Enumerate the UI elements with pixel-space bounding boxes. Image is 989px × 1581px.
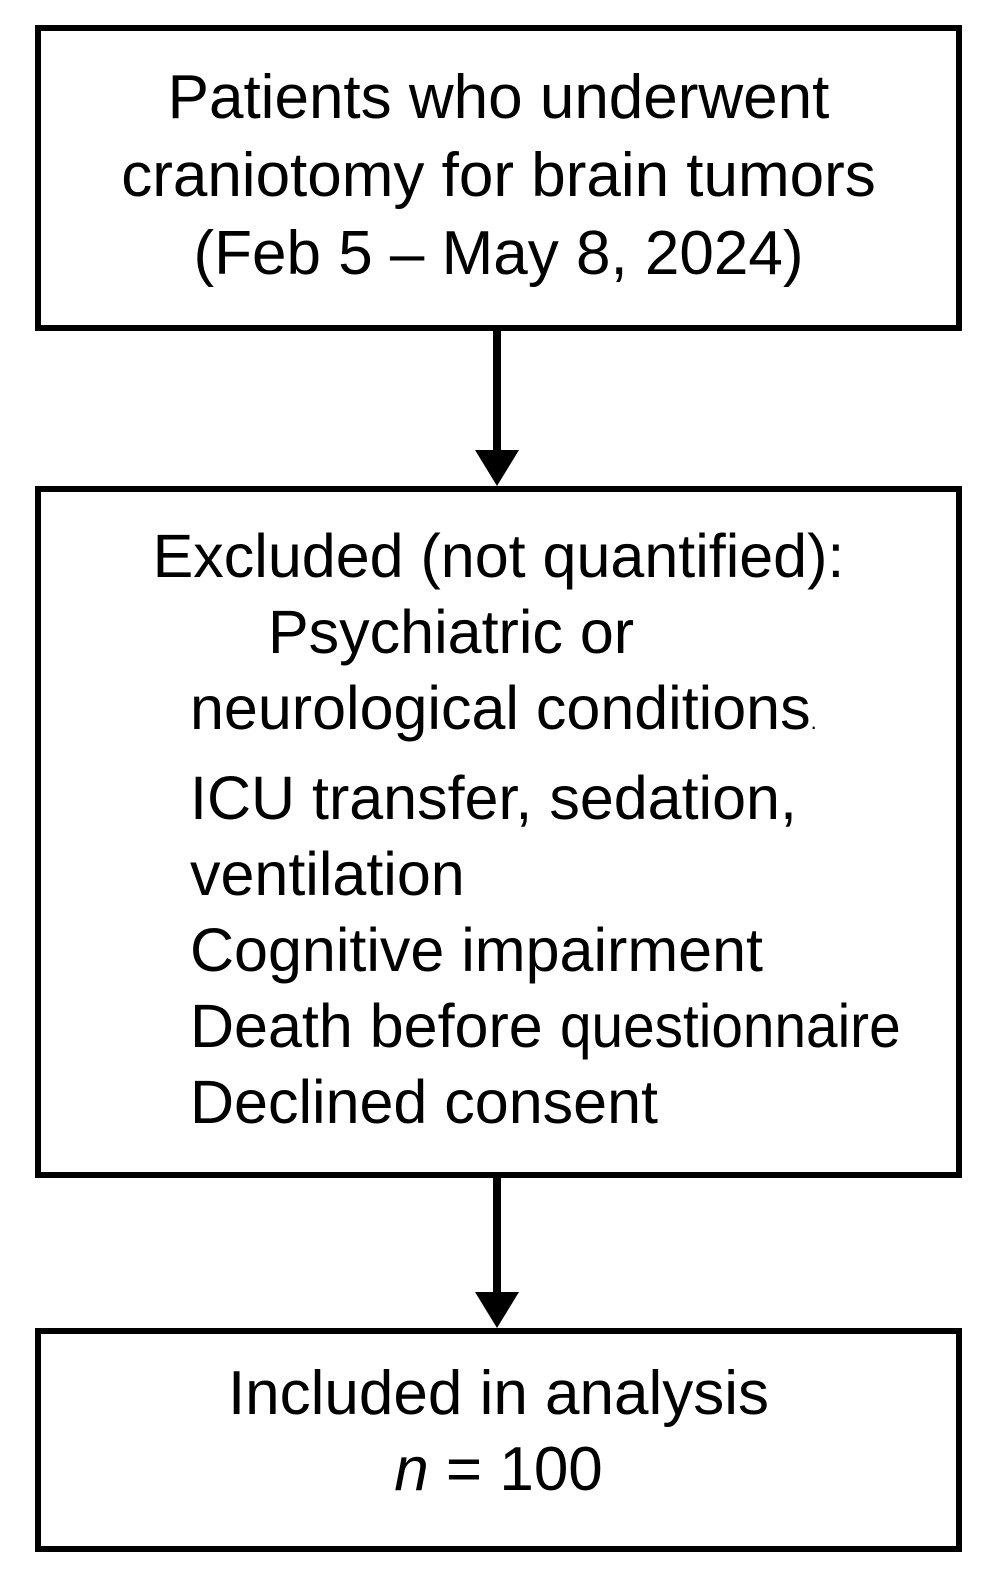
exclusion-item-death-condensed: questionnaire	[559, 992, 901, 1060]
exclusion-item-neurological: neurological conditions.	[190, 670, 956, 760]
n-value: = 100	[429, 1435, 603, 1504]
down-arrow-shaft-2	[493, 1178, 501, 1294]
population-line-1: Patients who underwent	[167, 63, 830, 132]
exclusion-item-cognitive: Cognitive impairment	[190, 916, 763, 984]
exclusion-item-death-lead: Death before	[190, 992, 560, 1060]
n-variable: n	[394, 1435, 429, 1504]
exclusion-item-death: Death before questionnaire	[190, 988, 956, 1064]
down-arrow-shaft-1	[493, 331, 501, 452]
exclusion-item-declined: Declined consent	[190, 1068, 658, 1136]
population-box: Patients who underwent craniotomy for br…	[35, 25, 962, 331]
n-value-text: = 100	[445, 1435, 603, 1504]
exclusion-item-psychiatric: Psychiatric or	[268, 598, 635, 666]
exclusion-header: Excluded (not quantified):	[152, 522, 845, 590]
exclusion-box: Excluded (not quantified): Psychiatric o…	[35, 486, 962, 1178]
exclusion-item-neurological-text: neurological conditions	[190, 674, 811, 742]
exclusion-item-icu: ICU transfer, sedation,	[190, 764, 797, 832]
down-arrow-icon-1	[475, 450, 519, 486]
population-line-2: craniotomy for brain tumors	[121, 141, 876, 210]
included-line: Included in analysis	[227, 1359, 770, 1428]
included-box: Included in analysis n = 100	[35, 1328, 962, 1552]
down-arrow-icon-2	[475, 1292, 519, 1328]
exclusion-item-ventilation: ventilation	[190, 840, 465, 908]
sample-size-line: n = 100	[41, 1432, 956, 1508]
population-date-range: (Feb 5 – May 8, 2024)	[193, 219, 804, 288]
tiny-period-mark: .	[810, 709, 817, 734]
